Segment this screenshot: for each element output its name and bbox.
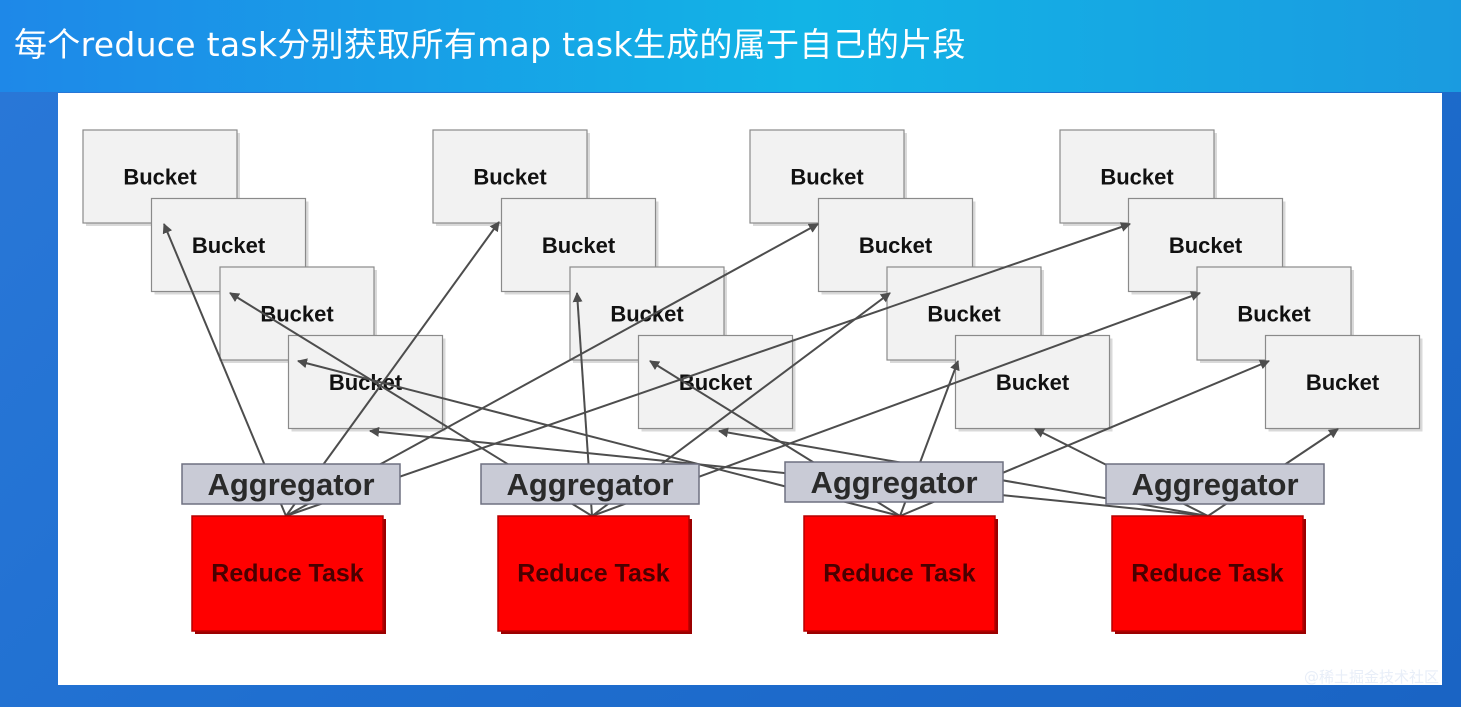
aggregator-rect bbox=[181, 463, 401, 505]
slide-title: 每个reduce task分别获取所有map task生成的属于自己的片段 bbox=[14, 25, 966, 64]
bucket-box: Bucket bbox=[287, 334, 446, 432]
aggregator-label: Aggregator bbox=[1131, 467, 1298, 502]
aggregator-box: Aggregator bbox=[181, 463, 401, 505]
fetch-arrow bbox=[285, 222, 1131, 517]
bucket-box: Bucket bbox=[1127, 197, 1286, 295]
bucket-label: Bucket bbox=[1237, 302, 1311, 327]
bucket-label: Bucket bbox=[610, 302, 684, 327]
bucket-rect bbox=[287, 334, 444, 430]
reduce-task-label: Reduce Task bbox=[823, 560, 975, 588]
aggregator-rect bbox=[784, 461, 1004, 503]
bucket-rect bbox=[1264, 334, 1421, 430]
aggregator-label: Aggregator bbox=[207, 467, 374, 502]
bucket-label: Bucket bbox=[192, 233, 266, 258]
reduce-task-rect bbox=[497, 515, 690, 632]
aggregator-box: Aggregator bbox=[480, 463, 700, 505]
bucket-label: Bucket bbox=[859, 233, 933, 258]
bucket-label: Bucket bbox=[996, 370, 1070, 395]
bucket-rect bbox=[954, 334, 1111, 430]
bucket-label: Bucket bbox=[679, 370, 753, 395]
aggregator-rect bbox=[480, 463, 700, 505]
reduce-task-label: Reduce Task bbox=[1131, 560, 1283, 588]
reduce-task-box: Reduce Task bbox=[191, 515, 386, 634]
bucket-label: Bucket bbox=[1100, 165, 1174, 190]
bucket-rect bbox=[637, 334, 794, 430]
reduce-task-label: Reduce Task bbox=[517, 560, 669, 588]
aggregator-label: Aggregator bbox=[810, 465, 977, 500]
bucket-box: Bucket bbox=[637, 334, 796, 432]
header-band bbox=[0, 0, 1461, 92]
reduce-task-rect bbox=[191, 515, 384, 632]
reduce-task-box: Reduce Task bbox=[803, 515, 998, 634]
reduce-task-rect bbox=[1111, 515, 1304, 632]
aggregator-box: Aggregator bbox=[784, 461, 1004, 503]
aggregator-box: Aggregator bbox=[1105, 463, 1325, 505]
reduce-task-box: Reduce Task bbox=[497, 515, 692, 634]
bucket-box: Bucket bbox=[1264, 334, 1423, 432]
bucket-label: Bucket bbox=[473, 165, 547, 190]
bucket-box: Bucket bbox=[82, 129, 240, 226]
reduce-task-rect bbox=[803, 515, 996, 632]
reduce-task-box: Reduce Task bbox=[1111, 515, 1306, 634]
aggregator-rect bbox=[1105, 463, 1325, 505]
bucket-label: Bucket bbox=[927, 302, 1001, 327]
bucket-label: Bucket bbox=[790, 165, 864, 190]
reduce-task-label: Reduce Task bbox=[211, 560, 363, 588]
aggregator-label: Aggregator bbox=[506, 467, 673, 502]
bucket-label: Bucket bbox=[1306, 370, 1380, 395]
bucket-label: Bucket bbox=[542, 233, 616, 258]
bucket-label: Bucket bbox=[123, 165, 197, 190]
bucket-label: Bucket bbox=[260, 302, 334, 327]
watermark: @稀土掘金技术社区 bbox=[1303, 668, 1439, 686]
bucket-box: Bucket bbox=[749, 129, 907, 226]
shuffle-diagram: BucketBucketBucketBucketBucketBucketBuck… bbox=[82, 129, 1423, 634]
bucket-label: Bucket bbox=[1169, 233, 1243, 258]
bucket-layer: BucketBucketBucketBucketBucketBucketBuck… bbox=[82, 129, 1423, 432]
bucket-box: Bucket bbox=[954, 334, 1113, 432]
bucket-label: Bucket bbox=[329, 370, 403, 395]
bucket-box: Bucket bbox=[432, 129, 590, 226]
